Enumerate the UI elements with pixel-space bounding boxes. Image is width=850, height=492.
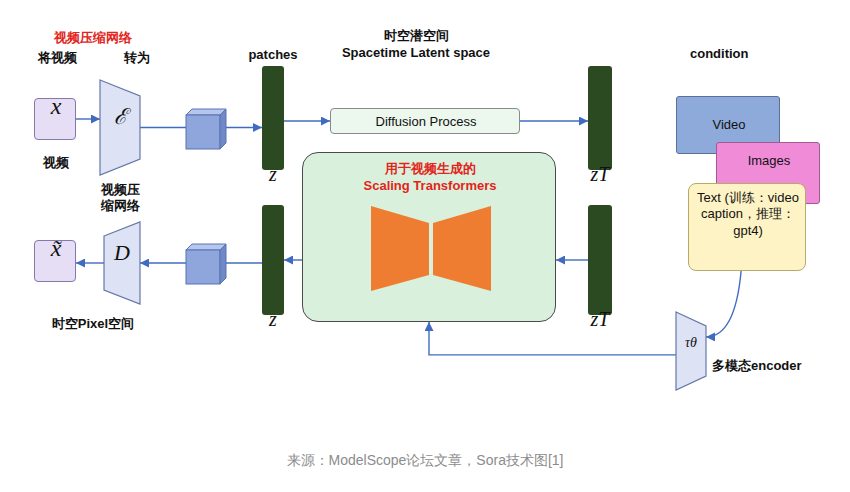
node-text: x̃: [35, 248, 77, 249]
trapezoid-shape: [676, 312, 706, 390]
node-text: ℰ: [100, 116, 140, 117]
node-text: zT: [580, 174, 620, 175]
patch-cube: [186, 109, 226, 149]
node-subtext: Scaling Transformers: [303, 178, 557, 194]
transformer-half: [433, 206, 491, 291]
pixel-space-panel: 视频压缩网络时空Pixel空间x视频ℰ视频压缩网络x̃D: [14, 22, 172, 340]
decoder-trapezoid: D: [104, 222, 140, 304]
panel-ground: [14, 22, 172, 340]
latent-bar: zT: [588, 205, 612, 315]
latent-bar: z: [262, 205, 284, 315]
flow-arrow: [76, 262, 104, 263]
node-subtext: 多模态encoder: [712, 358, 802, 374]
text-condition-box: Text (训练：video caption，推理：gpt4): [688, 183, 806, 271]
flow-arrow: [284, 120, 330, 121]
node-subtext: 视频: [35, 155, 77, 171]
text-encoder-trapezoid: τθ多模态encoder: [676, 312, 706, 390]
node-subtext: Spacetime Latent space: [176, 45, 656, 61]
node-text: D: [104, 252, 140, 253]
flow-arrow: [706, 271, 741, 337]
condition-panel: conditionVideoImagesText (训练：video capti…: [664, 30, 838, 402]
node-subtext: 视频压缩网络: [99, 182, 141, 215]
node-text: z: [262, 319, 284, 320]
transformer-box: 用于视频生成的Scaling Transformers: [302, 152, 556, 322]
flow-arrow: [284, 259, 302, 260]
latent-bar: zT: [588, 66, 612, 170]
transformer-half: [371, 206, 429, 291]
latent-space-panel: 时空潜空间Spacetime Latent spacepatcheszDiffu…: [176, 22, 656, 402]
node-text: 视频压缩网络: [14, 30, 172, 46]
annotation-label: 将视频: [38, 50, 77, 66]
node-text: condition: [690, 46, 749, 62]
trapezoid-outline: [104, 222, 140, 304]
node-subtext: z: [262, 174, 284, 175]
flow-arrow: [429, 322, 676, 355]
node-text: zT: [580, 319, 620, 320]
video-input-box: x视频: [34, 98, 76, 140]
node-text: Diffusion Process: [331, 114, 521, 130]
node-text: Video: [677, 117, 781, 133]
node-text: 时空潜空间: [176, 28, 656, 44]
video-output-box: x̃: [34, 240, 76, 282]
encoder-trapezoid: ℰ视频压缩网络: [100, 80, 140, 175]
patch-cube: [186, 244, 226, 284]
node-text: x: [35, 106, 77, 107]
node-text: patches: [240, 47, 306, 63]
flow-arrow: [556, 259, 588, 260]
trapezoid-shape: [104, 222, 140, 304]
flow-arrow: [76, 118, 100, 119]
latent-bar: patchesz: [262, 66, 284, 170]
annotation-label: 转为: [124, 50, 150, 66]
process-box: Diffusion Process: [330, 108, 520, 134]
trapezoid-outline: [100, 80, 140, 175]
trapezoid-outline: [676, 312, 706, 390]
node-subtext: 时空Pixel空间: [14, 316, 172, 332]
flow-arrow: [520, 120, 588, 121]
node-text: 用于视频生成的: [303, 161, 557, 177]
figure-caption: 来源：ModelScope论坛文章，Sora技术图[1]: [0, 452, 850, 470]
trapezoid-shape: [100, 80, 140, 175]
node-text: Images: [717, 153, 821, 169]
node-text: τθ: [676, 342, 706, 343]
node-text: Text (训练：video caption，推理：gpt4): [693, 190, 803, 239]
